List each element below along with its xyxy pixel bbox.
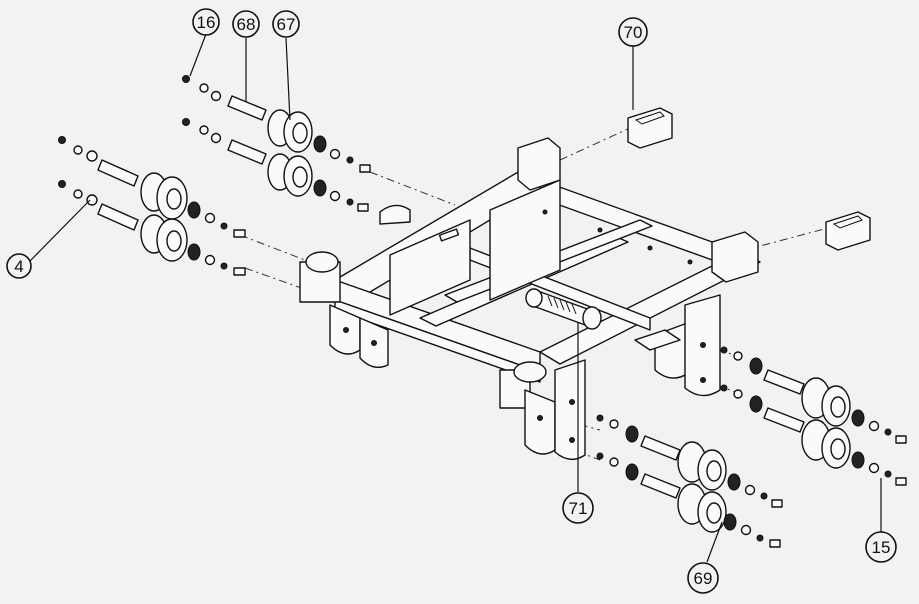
main-frame bbox=[299, 137, 761, 460]
lower-middle-wheel-group bbox=[596, 414, 783, 548]
callout-68-label: 68 bbox=[237, 15, 256, 34]
right-wheel-group bbox=[720, 346, 907, 486]
callout-16: 16 bbox=[192, 8, 220, 36]
upper-left-wheel-group bbox=[182, 75, 371, 212]
callout-4: 4 bbox=[6, 253, 32, 279]
callout-4-label: 4 bbox=[14, 257, 23, 276]
callout-67: 67 bbox=[272, 10, 300, 38]
callout-15: 15 bbox=[865, 531, 897, 563]
callout-71-label: 71 bbox=[569, 499, 588, 518]
callout-15-label: 15 bbox=[872, 538, 891, 557]
leader-lines bbox=[28, 33, 882, 563]
callout-70: 70 bbox=[618, 17, 648, 47]
left-wheel-group bbox=[58, 136, 246, 276]
callout-70-label: 70 bbox=[624, 23, 643, 42]
callout-67-label: 67 bbox=[277, 15, 296, 34]
frame-caps bbox=[627, 107, 871, 251]
callout-68: 68 bbox=[232, 10, 260, 38]
callout-71: 71 bbox=[562, 492, 594, 524]
callout-69-label: 69 bbox=[694, 569, 713, 588]
callout-16-label: 16 bbox=[197, 13, 216, 32]
callout-69: 69 bbox=[687, 562, 719, 594]
spring-pin-part bbox=[525, 288, 602, 330]
